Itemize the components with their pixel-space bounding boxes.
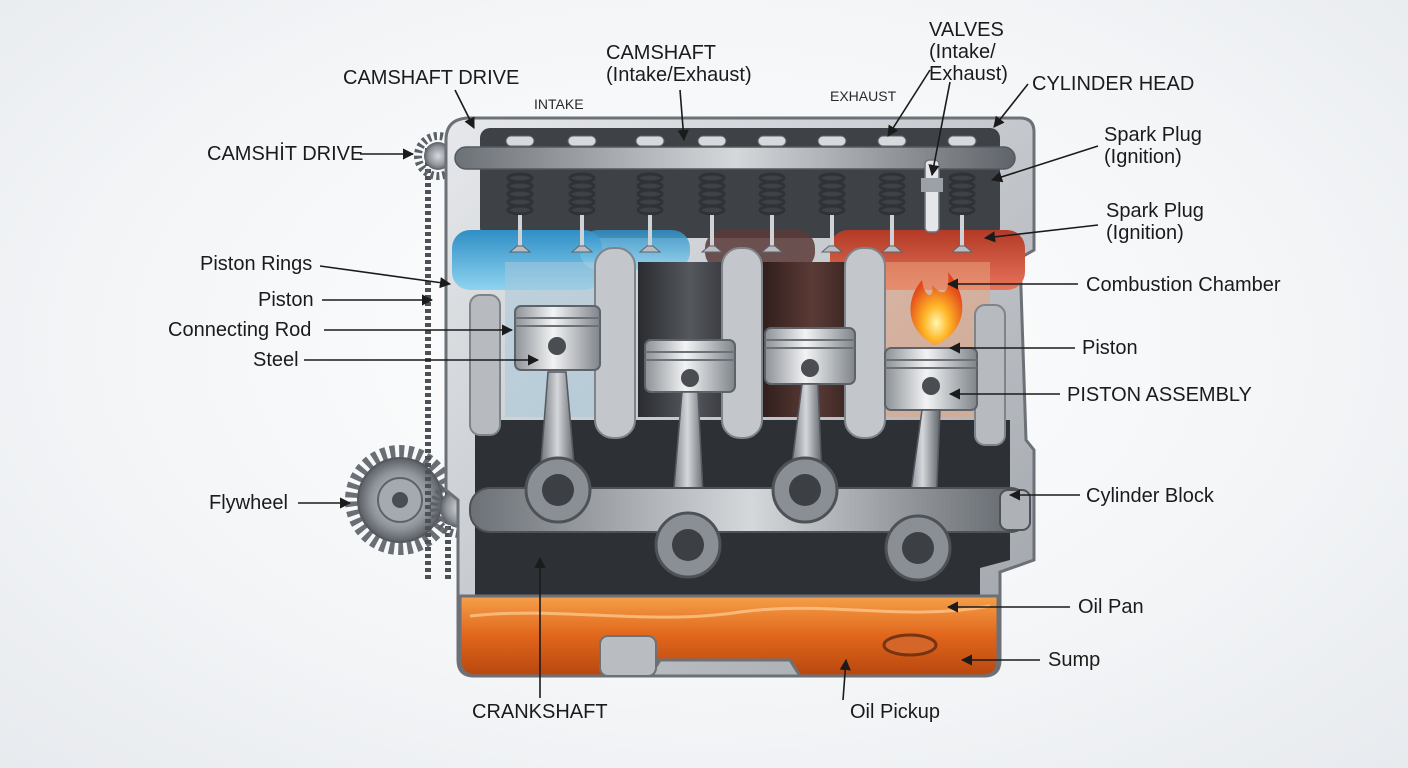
valve-head [638,245,662,253]
label-cylinder-block: Cylinder Block [1086,485,1214,507]
oil-pan [458,594,1000,678]
rocker-arm [947,135,977,147]
rocker-arm [567,135,597,147]
valve-spring-coil [568,204,596,216]
rocker-arm [877,135,907,147]
label-spark-plug-1: Spark Plug (Ignition) [1104,124,1202,168]
rocker-arm [505,135,535,147]
label-piston-right: Piston [1082,337,1138,359]
combustion-flame [910,272,963,345]
label-connecting-rod: Connecting Rod [168,319,312,341]
combustion-chambers [452,230,1025,290]
valve-spring-coil [818,204,846,216]
rocker-arm [697,135,727,147]
label-spark-plug-2-line1: Spark Plug [1106,200,1204,222]
camshaft [454,146,1016,170]
spark-plug [921,159,943,233]
leader-lines [298,69,1099,701]
valve-head [700,245,724,253]
valve-spring-coil [506,204,534,216]
label-exhaust: EXHAUST [830,88,897,104]
crankshaft [469,456,1031,582]
pistons [514,305,978,411]
label-camshaft-drive-top: CAMSHAFT DRIVE [343,67,520,89]
label-crankshaft: CRANKSHAFT [472,701,608,723]
valve-head [820,245,844,253]
label-valves-line3: Exhaust) [929,63,1008,85]
label-spark-plug-1-line1: Spark Plug [1104,124,1202,146]
rocker-arm [817,135,847,147]
label-valves-line2: (Intake/ [929,41,996,63]
rocker-arm [635,135,665,147]
label-sump: Sump [1048,649,1101,671]
valve-head [508,245,532,253]
valve-head [880,245,904,253]
label-valves: VALVES (Intake/ Exhaust) [929,19,1008,85]
valve-head [760,245,784,253]
label-camshaft-line2: (Intake/Exhaust) [606,64,752,86]
label-piston-assembly: PISTON ASSEMBLY [1067,384,1252,406]
label-flywheel: Flywheel [209,492,288,514]
valve-spring-coil [878,204,906,216]
rocker-arm [757,135,787,147]
valve-spring-coil [758,204,786,216]
label-spark-plug-2-line2: (Ignition) [1106,222,1184,244]
valve-spring-coil [636,204,664,216]
valve-spring-coil [698,204,726,216]
valve-spring-coil [948,204,976,216]
flywheel-gear [345,445,455,555]
valve-head [570,245,594,253]
label-piston-rings: Piston Rings [200,253,313,275]
label-camshaft-line1: CAMSHAFT [606,42,716,64]
label-spark-plug-2: Spark Plug (Ignition) [1106,200,1204,244]
label-camshaft: CAMSHAFT (Intake/Exhaust) [606,42,752,86]
label-intake: INTAKE [534,96,584,112]
label-camshaft-drive-left: CAMSHİT DRIVE [207,143,364,165]
label-combustion-chamber: Combustion Chamber [1086,274,1281,296]
label-steel: Steel [253,349,299,371]
label-oil-pickup: Oil Pickup [850,701,941,723]
label-cylinder-head: CYLINDER HEAD [1032,73,1195,95]
label-spark-plug-1-line2: (Ignition) [1104,146,1182,168]
label-valves-line1: VALVES [929,19,1004,41]
label-oil-pan: Oil Pan [1078,596,1144,618]
valve-head [950,245,974,253]
label-piston-left: Piston [258,289,314,311]
